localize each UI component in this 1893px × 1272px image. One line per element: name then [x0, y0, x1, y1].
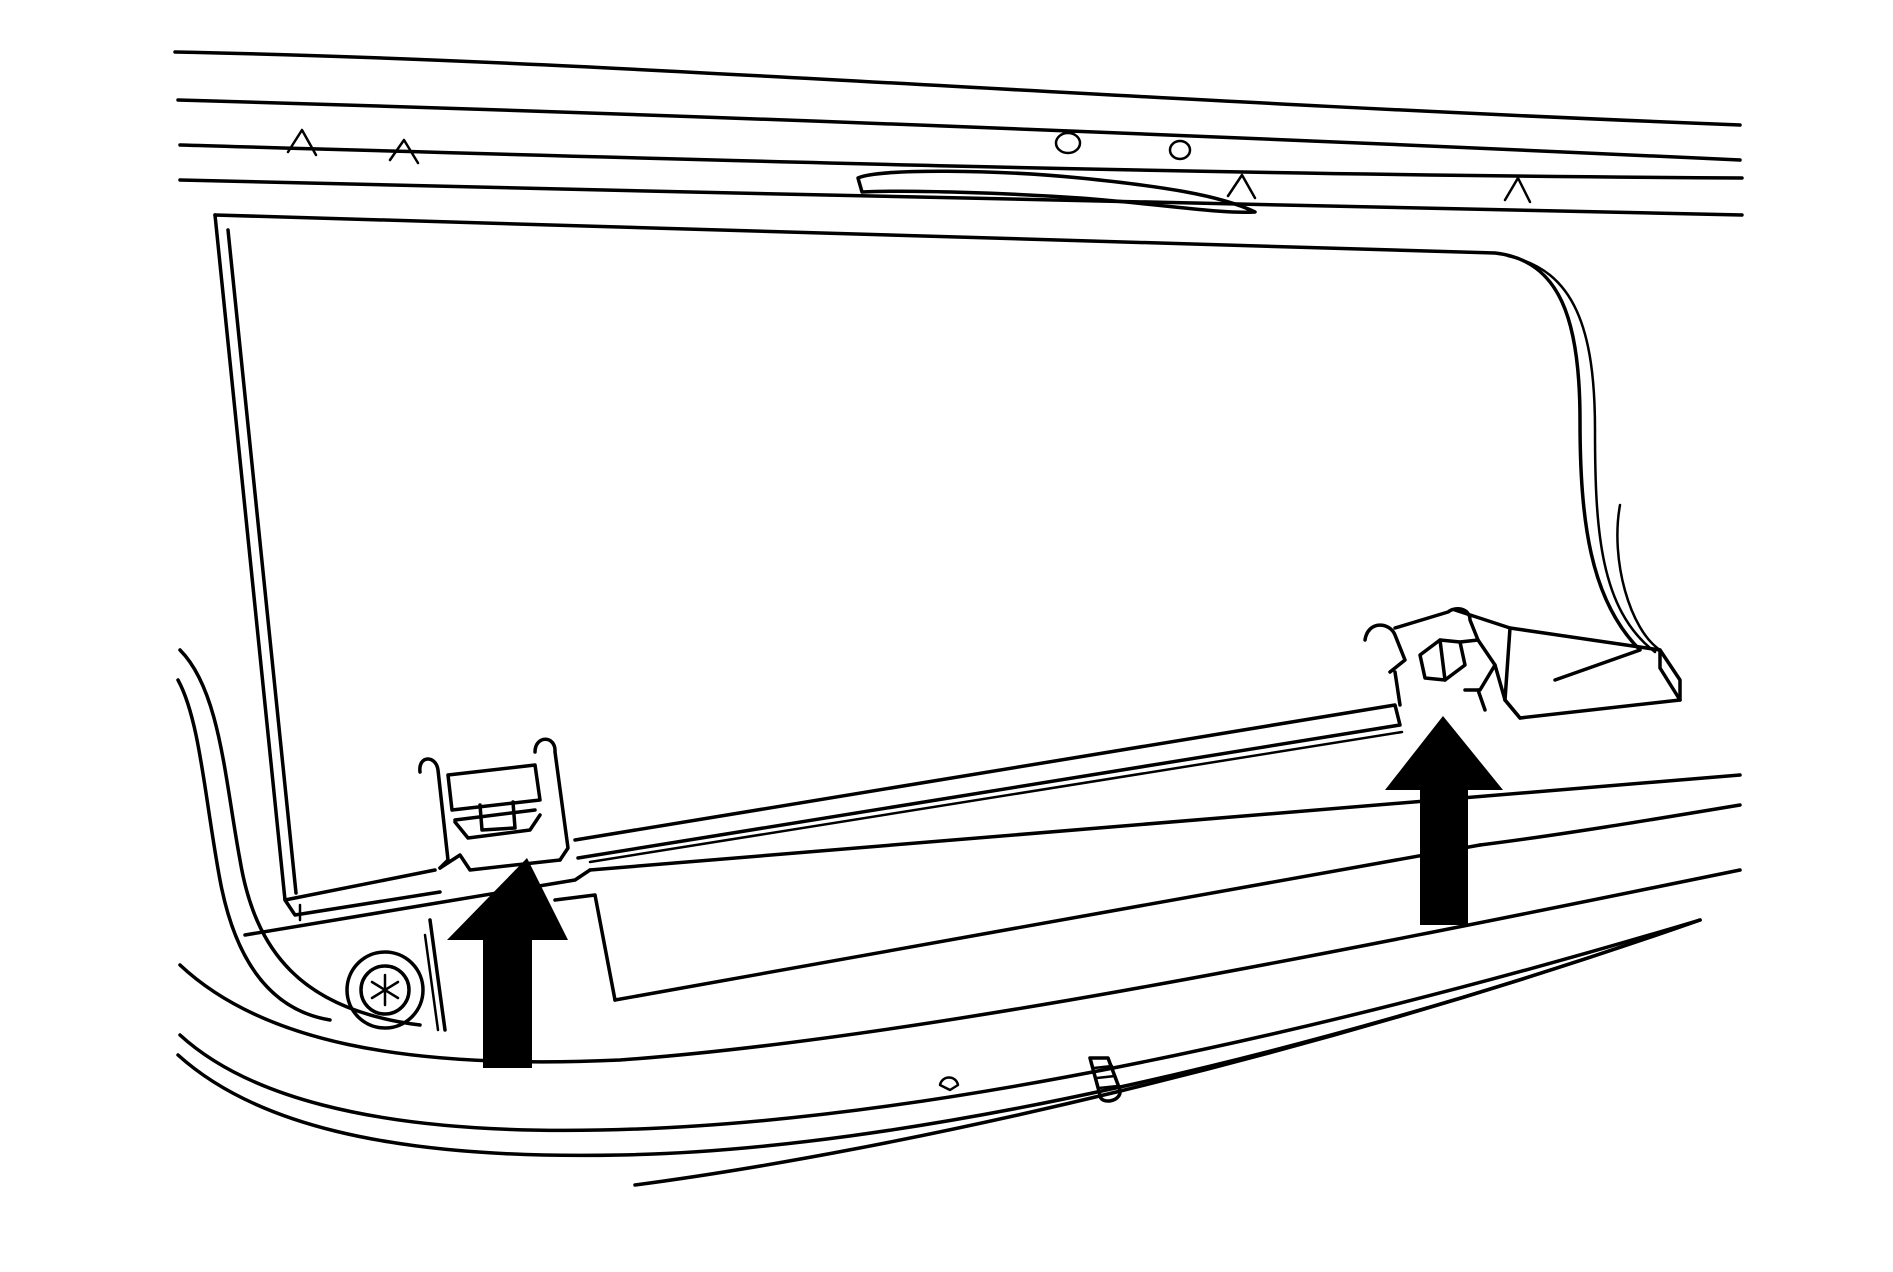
hinge-clip-left — [418, 737, 570, 872]
lower-panel — [243, 773, 1742, 1032]
top-trim — [173, 50, 1744, 217]
stud — [938, 1056, 1122, 1103]
screw — [345, 950, 425, 1030]
trim-hole-2 — [1168, 139, 1192, 161]
arrow-up-left-clip — [447, 858, 568, 1068]
arrow-up-right-clip — [1385, 716, 1503, 925]
trim-hole-1 — [1054, 131, 1082, 155]
right-bracket — [1503, 503, 1682, 720]
hinge-clip-right — [1363, 606, 1512, 712]
body-curves — [176, 648, 1742, 1187]
filter-access-door — [213, 213, 1657, 922]
